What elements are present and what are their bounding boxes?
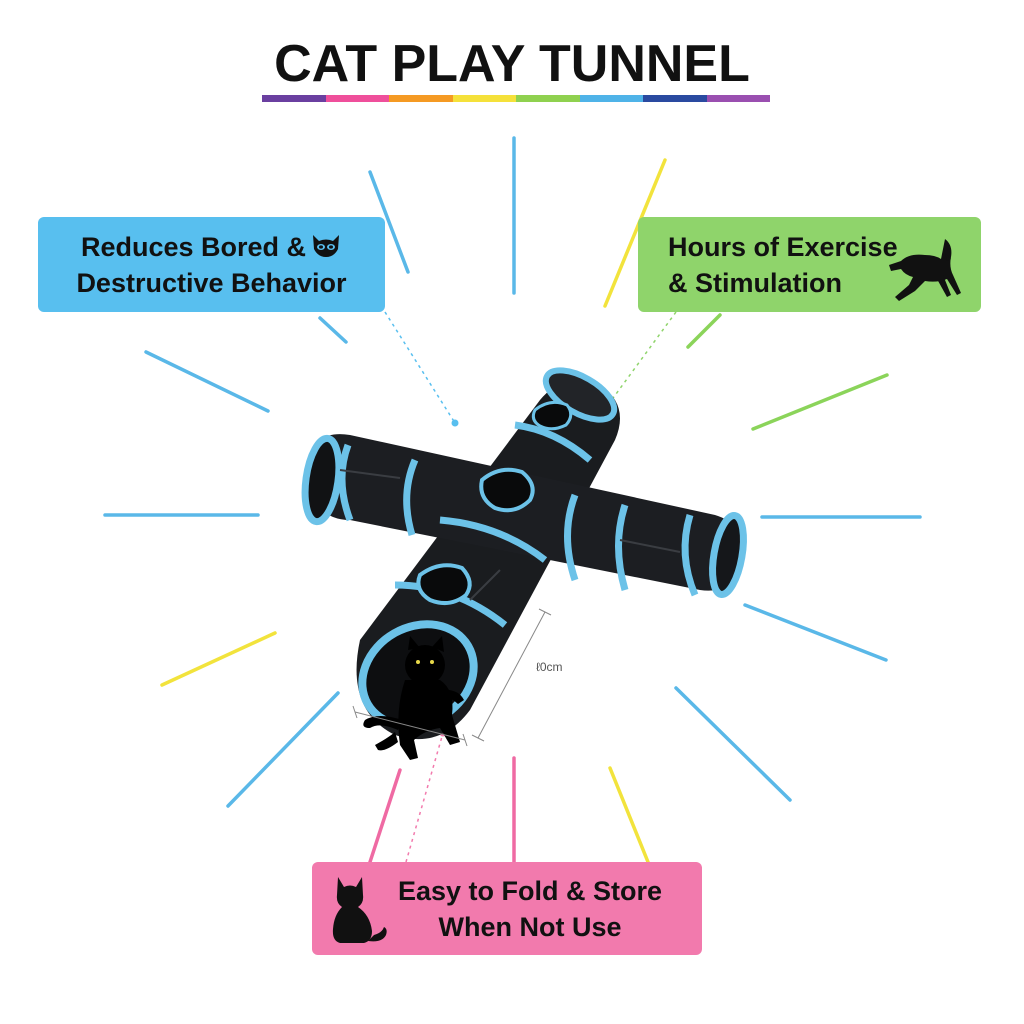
decorative-rays [103, 136, 922, 864]
callout-fold-store: Easy to Fold & Store When Not Use [312, 862, 702, 955]
page-title: CAT PLAY TUNNEL [274, 35, 750, 93]
dimension-label: ℓ0cm [536, 660, 563, 674]
decorative-ray [368, 768, 402, 864]
decorative-ray [743, 603, 888, 662]
decorative-ray [368, 170, 410, 274]
callout-exercise-line1: Hours of Exercise [668, 231, 898, 262]
leader-line-fold [405, 732, 444, 863]
rainbow-underline [262, 95, 770, 102]
decorative-ray [751, 373, 889, 431]
callout-fold-line1: Easy to Fold & Store [398, 875, 663, 906]
callout-exercise: Hours of Exercise & Stimulation [638, 217, 981, 312]
rainbow-segment [452, 95, 516, 102]
rainbow-segment [643, 95, 707, 102]
decorative-ray [608, 766, 650, 864]
callout-bored-line1: Reduces Bored & [80, 231, 307, 262]
decorative-ray [603, 158, 667, 308]
callout-exercise-line2: & Stimulation [668, 267, 842, 298]
decorative-ray [686, 313, 722, 349]
rainbow-segment [389, 95, 453, 102]
cat-mask-icon [310, 229, 342, 261]
running-cat-icon [889, 239, 961, 301]
sitting-cat-icon [332, 876, 387, 943]
decorative-ray [318, 316, 348, 344]
rainbow-segment [325, 95, 389, 102]
callout-fold-line2: When Not Use [438, 911, 622, 942]
decorative-ray [674, 686, 792, 802]
cat-tunnel-image [301, 367, 747, 760]
rainbow-segment [516, 95, 580, 102]
leader-line-bored [384, 311, 456, 424]
rainbow-segment [579, 95, 643, 102]
callout-reduces-boredom: Reduces Bored & Destructive Behavior [38, 217, 385, 312]
decorative-ray [144, 350, 270, 413]
rainbow-segment [706, 95, 770, 102]
callout-bored-line2: Destructive Behavior [76, 267, 347, 298]
decorative-ray [226, 691, 340, 808]
leader-dot-bored [451, 419, 459, 427]
decorative-ray [160, 631, 277, 687]
rainbow-segment [262, 95, 326, 102]
